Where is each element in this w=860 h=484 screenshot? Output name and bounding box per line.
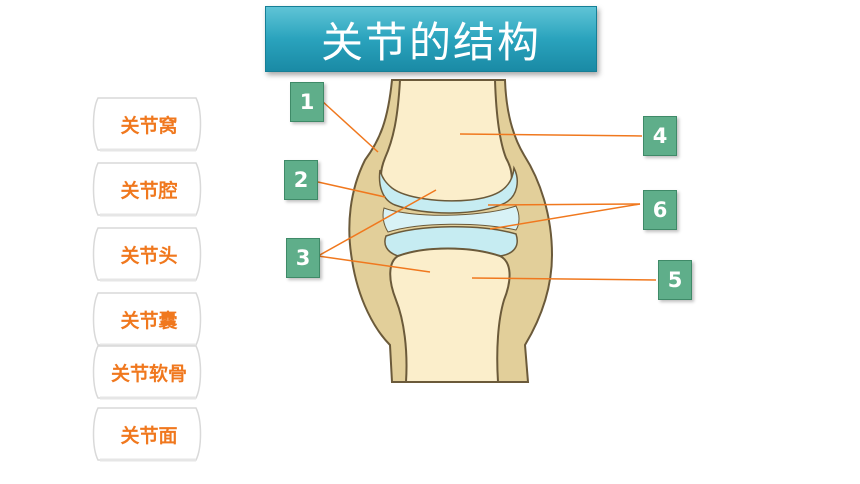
title-banner: 关节的结构 <box>265 6 597 72</box>
term-button-6[interactable]: 关节面 <box>92 402 206 466</box>
joint-cavity-shape <box>382 205 520 233</box>
leader-lines <box>317 100 657 281</box>
leader-line-1 <box>321 100 379 153</box>
marker-1: 1 <box>290 82 324 122</box>
term-button-5[interactable]: 关节软骨 <box>92 340 206 404</box>
term-button-shape <box>92 227 202 282</box>
term-button-shape <box>92 162 202 217</box>
term-button-shape <box>92 345 202 400</box>
term-button-3[interactable]: 关节头 <box>92 222 206 286</box>
upper-bone-shape <box>379 79 513 210</box>
marker-5: 5 <box>658 260 692 300</box>
marker-3: 3 <box>286 238 320 278</box>
leader-line-6a <box>487 203 641 206</box>
leader-line-5 <box>471 277 657 281</box>
leader-line-4 <box>459 133 643 137</box>
leader-line-6b <box>489 203 641 230</box>
lower-bone-shape <box>389 247 511 383</box>
term-label: 关节腔 <box>120 179 178 202</box>
term-button-shape <box>92 292 202 347</box>
term-button-4[interactable]: 关节囊 <box>92 287 206 351</box>
term-button-1[interactable]: 关节窝 <box>92 92 206 156</box>
leader-line-2 <box>317 181 386 198</box>
marker-4: 4 <box>643 116 677 156</box>
term-label: 关节头 <box>120 244 178 267</box>
marker-6: 6 <box>643 190 677 230</box>
term-button-shape <box>92 97 202 152</box>
term-label: 关节面 <box>120 424 178 447</box>
term-label: 关节囊 <box>120 309 178 332</box>
term-label: 关节软骨 <box>110 362 187 385</box>
leader-line-3a <box>317 189 437 257</box>
leader-line-3b <box>317 255 431 273</box>
page-title: 关节的结构 <box>320 17 541 67</box>
term-button-shape <box>92 407 202 462</box>
term-label: 关节窝 <box>120 114 178 137</box>
marker-2: 2 <box>284 160 318 200</box>
term-button-2[interactable]: 关节腔 <box>92 157 206 221</box>
